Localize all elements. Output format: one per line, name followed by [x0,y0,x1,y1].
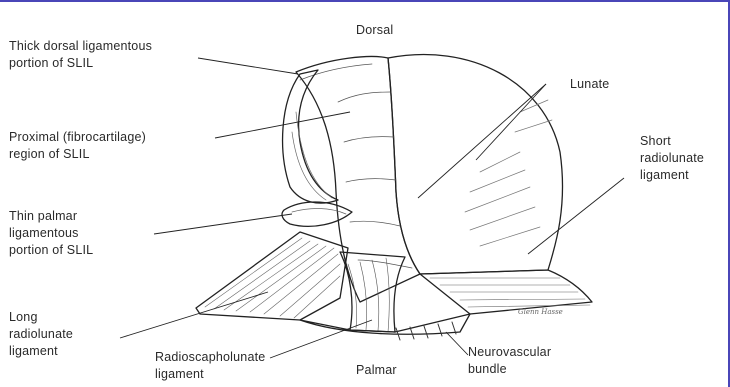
thin-palmar-flap [282,202,352,226]
lunate-body [388,54,563,274]
label-neurovascular: Neurovascular bundle [468,344,551,378]
label-lunate: Lunate [570,76,609,93]
palmar-base [300,314,470,334]
artist-signature: Glenn Hasse [518,308,563,316]
label-palmar: Palmar [356,362,397,379]
label-radioscapholunate: Radioscapholunate ligament [155,349,265,383]
label-short-radiolunate: Short radiolunate ligament [640,133,704,184]
label-dorsal: Dorsal [356,22,393,39]
label-proximal: Proximal (fibrocartilage) region of SLIL [9,129,146,163]
proximal-crescent [283,70,338,203]
radioscapholunate-fibers [340,252,405,332]
label-thin-palmar: Thin palmar ligamentous portion of SLIL [9,208,93,259]
label-long-radiolunate: Long radiolunate ligament [9,309,73,360]
label-thick-dorsal: Thick dorsal ligamentous portion of SLIL [9,38,152,72]
